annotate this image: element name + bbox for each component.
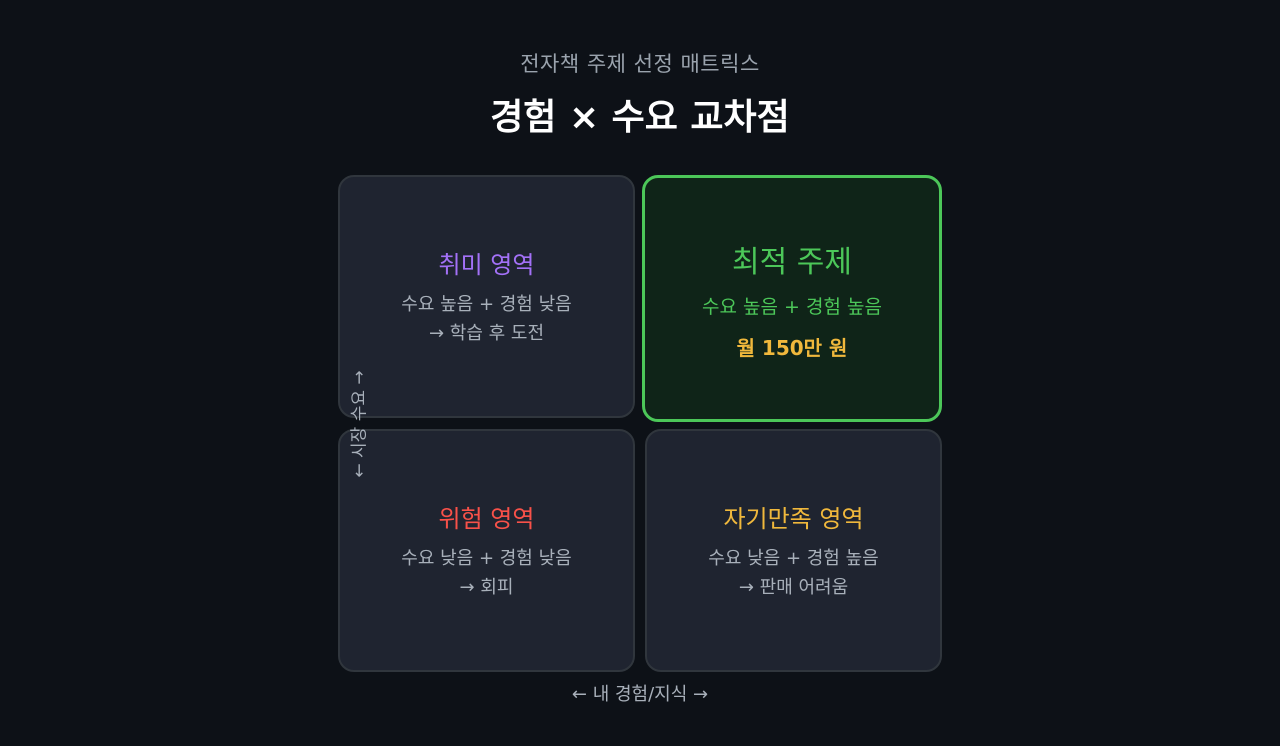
quadrant-desc: 수요 높음 + 경험 낮음 xyxy=(401,294,572,315)
quadrant-risk-zone: 위험 영역 수요 낮음 + 경험 낮음 → 회피 xyxy=(338,429,635,672)
quadrant-revenue-value: 월 150만 원 xyxy=(736,335,848,360)
matrix-title: 경험 × 수요 교차점 xyxy=(490,97,790,138)
quadrant-self-satisfaction-zone: 자기만족 영역 수요 낮음 + 경험 높음 → 판매 어려움 xyxy=(645,429,942,672)
quadrant-title: 최적 주제 xyxy=(732,244,852,280)
quadrant-optimal-topic: 최적 주제 수요 높음 + 경험 높음 월 150만 원 xyxy=(642,175,942,422)
y-axis-label: ← 시장 수요 → xyxy=(349,370,370,478)
matrix-subtitle: 전자책 주제 선정 매트릭스 xyxy=(520,52,760,76)
quadrant-action: → 학습 후 도전 xyxy=(428,323,545,344)
quadrant-title: 위험 영역 xyxy=(438,505,535,533)
x-axis-label: ← 내 경험/지식 → xyxy=(571,684,709,705)
quadrant-hobby-zone: 취미 영역 수요 높음 + 경험 낮음 → 학습 후 도전 xyxy=(338,175,635,418)
quadrant-title: 자기만족 영역 xyxy=(723,505,864,533)
quadrant-desc: 수요 높음 + 경험 높음 xyxy=(702,295,882,318)
quadrant-desc: 수요 낮음 + 경험 높음 xyxy=(708,548,879,569)
quadrant-action: → 판매 어려움 xyxy=(738,577,849,598)
quadrant-action: → 회피 xyxy=(459,577,514,598)
quadrant-title: 취미 영역 xyxy=(438,251,535,279)
quadrant-desc: 수요 낮음 + 경험 낮음 xyxy=(401,548,572,569)
